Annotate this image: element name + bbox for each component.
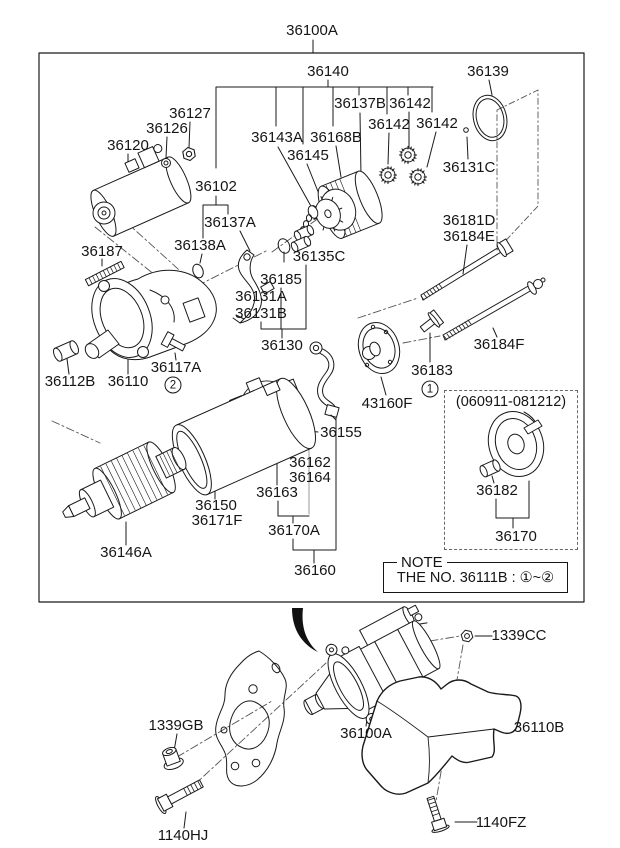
part-label-36187: 36187 — [81, 243, 123, 261]
part-label-36171F: 36171F — [191, 512, 243, 530]
part-label-36120: 36120 — [107, 137, 149, 155]
main-box — [38, 52, 585, 603]
washer-36126 — [161, 158, 171, 168]
part-label-36127: 36127 — [169, 105, 211, 123]
part-label-36185: 36185 — [260, 271, 302, 289]
stud-bolt-36184F — [442, 277, 546, 341]
part-label-36183: 36183 — [411, 362, 453, 380]
part-label-36150: 36150 — [195, 497, 237, 515]
part-label-36112B: 36112B — [44, 373, 96, 391]
part-label-36126: 36126 — [146, 120, 188, 138]
part-label-36139: 36139 — [467, 63, 509, 81]
part-label-36170: 36170 — [495, 528, 537, 546]
nut-36127 — [180, 145, 198, 163]
stop-nut-36142-b — [378, 165, 398, 185]
part-label-36181D: 36181D — [442, 212, 496, 230]
part-label-1140FZ: 1140FZ — [475, 814, 527, 832]
heat-shield-36110B — [361, 676, 522, 795]
part-label-1339GB: 1339GB — [148, 717, 204, 735]
part-label-36137A: 36137A — [204, 214, 256, 232]
yoke-36150 — [171, 377, 316, 496]
part-label-36184E: 36184E — [443, 228, 495, 246]
end-frame-43160F — [357, 322, 401, 374]
part-label-1140HJ: 1140HJ — [157, 827, 209, 845]
note-text: THE NO. 36111B : ①~② — [396, 569, 555, 586]
clutch-pinion-assembly-36140 — [290, 170, 383, 253]
part-label-1339CC: 1339CC — [491, 627, 547, 645]
through-bolt-36181D-36184E — [420, 238, 514, 301]
part-label-36162: 36162 — [289, 454, 331, 472]
solenoid-36120 — [90, 144, 192, 237]
callout-2-badge: 2 — [164, 376, 182, 394]
detail-arrow — [292, 608, 318, 652]
part-label-36100A-top: 36100A — [286, 22, 338, 40]
part-label-36142-c: 36142 — [416, 115, 458, 133]
part-label-36137B: 36137B — [334, 95, 386, 113]
solenoid-plunger-face — [92, 201, 116, 225]
part-label-43160F: 43160F — [361, 395, 413, 413]
pin-36131C — [463, 127, 469, 133]
part-label-36135C: 36135C — [292, 248, 346, 266]
part-label-36100A-bottom: 36100A — [340, 725, 392, 743]
screw-36117A — [160, 331, 186, 352]
nut-1339GB — [162, 746, 184, 771]
nut-1339CC — [459, 629, 475, 643]
armature-36146A — [62, 441, 187, 520]
drive-housing-36110 — [84, 269, 217, 361]
part-label-36110: 36110 — [107, 373, 149, 391]
washer-36138A — [192, 263, 204, 279]
part-label-36143A: 36143A — [251, 129, 303, 147]
o-ring-36139 — [472, 94, 508, 142]
note-title: NOTE — [397, 554, 447, 571]
part-label-36138A: 36138A — [174, 237, 226, 255]
part-label-36131C: 36131C — [442, 159, 496, 177]
stop-nut-36142-c — [408, 167, 428, 187]
stud-36187 — [84, 260, 125, 287]
overrun-clutch-36170 — [479, 411, 545, 478]
part-label-36110B: 36110B — [513, 719, 565, 737]
field-lead-wire — [309, 341, 340, 421]
part-label-36145: 36145 — [287, 147, 329, 165]
part-label-36170A: 36170A — [268, 522, 320, 540]
part-label-36131A: 36131A — [235, 288, 287, 306]
part-label-36117A: 36117A — [150, 359, 202, 377]
part-label-36163: 36163 — [256, 484, 298, 502]
date-range-box: (060911-081212) — [444, 390, 578, 550]
part-label-36146A: 36146A — [100, 544, 152, 562]
gasket — [215, 650, 287, 787]
part-label-36164: 36164 — [289, 469, 331, 487]
part-label-36130: 36130 — [261, 337, 303, 355]
stop-nut-36142-a — [398, 145, 418, 165]
callout-1-badge: 1 — [421, 380, 439, 398]
bolt-36183 — [419, 309, 445, 333]
part-label-36184F: 36184F — [473, 336, 525, 354]
part-label-36142-a: 36142 — [389, 95, 431, 113]
part-label-36155: 36155 — [320, 424, 362, 442]
part-label-36140: 36140 — [307, 63, 349, 81]
o-ring-36135C — [277, 238, 291, 254]
shift-lever-36137A — [232, 249, 275, 324]
part-label-36131B: 36131B — [235, 305, 287, 323]
part-label-36102: 36102 — [195, 178, 237, 196]
date-range-label: (060911-081212) — [455, 394, 567, 410]
part-label-36182: 36182 — [476, 482, 518, 500]
part-label-36142-b: 36142 — [368, 116, 410, 134]
bushing-36112B — [52, 340, 80, 362]
bolt-1140HJ — [155, 779, 204, 815]
bolt-1140FZ — [426, 795, 450, 833]
note-box: NOTE THE NO. 36111B : ①~② — [383, 554, 568, 593]
part-label-36160: 36160 — [294, 562, 336, 580]
part-label-36168B: 36168B — [310, 129, 362, 147]
